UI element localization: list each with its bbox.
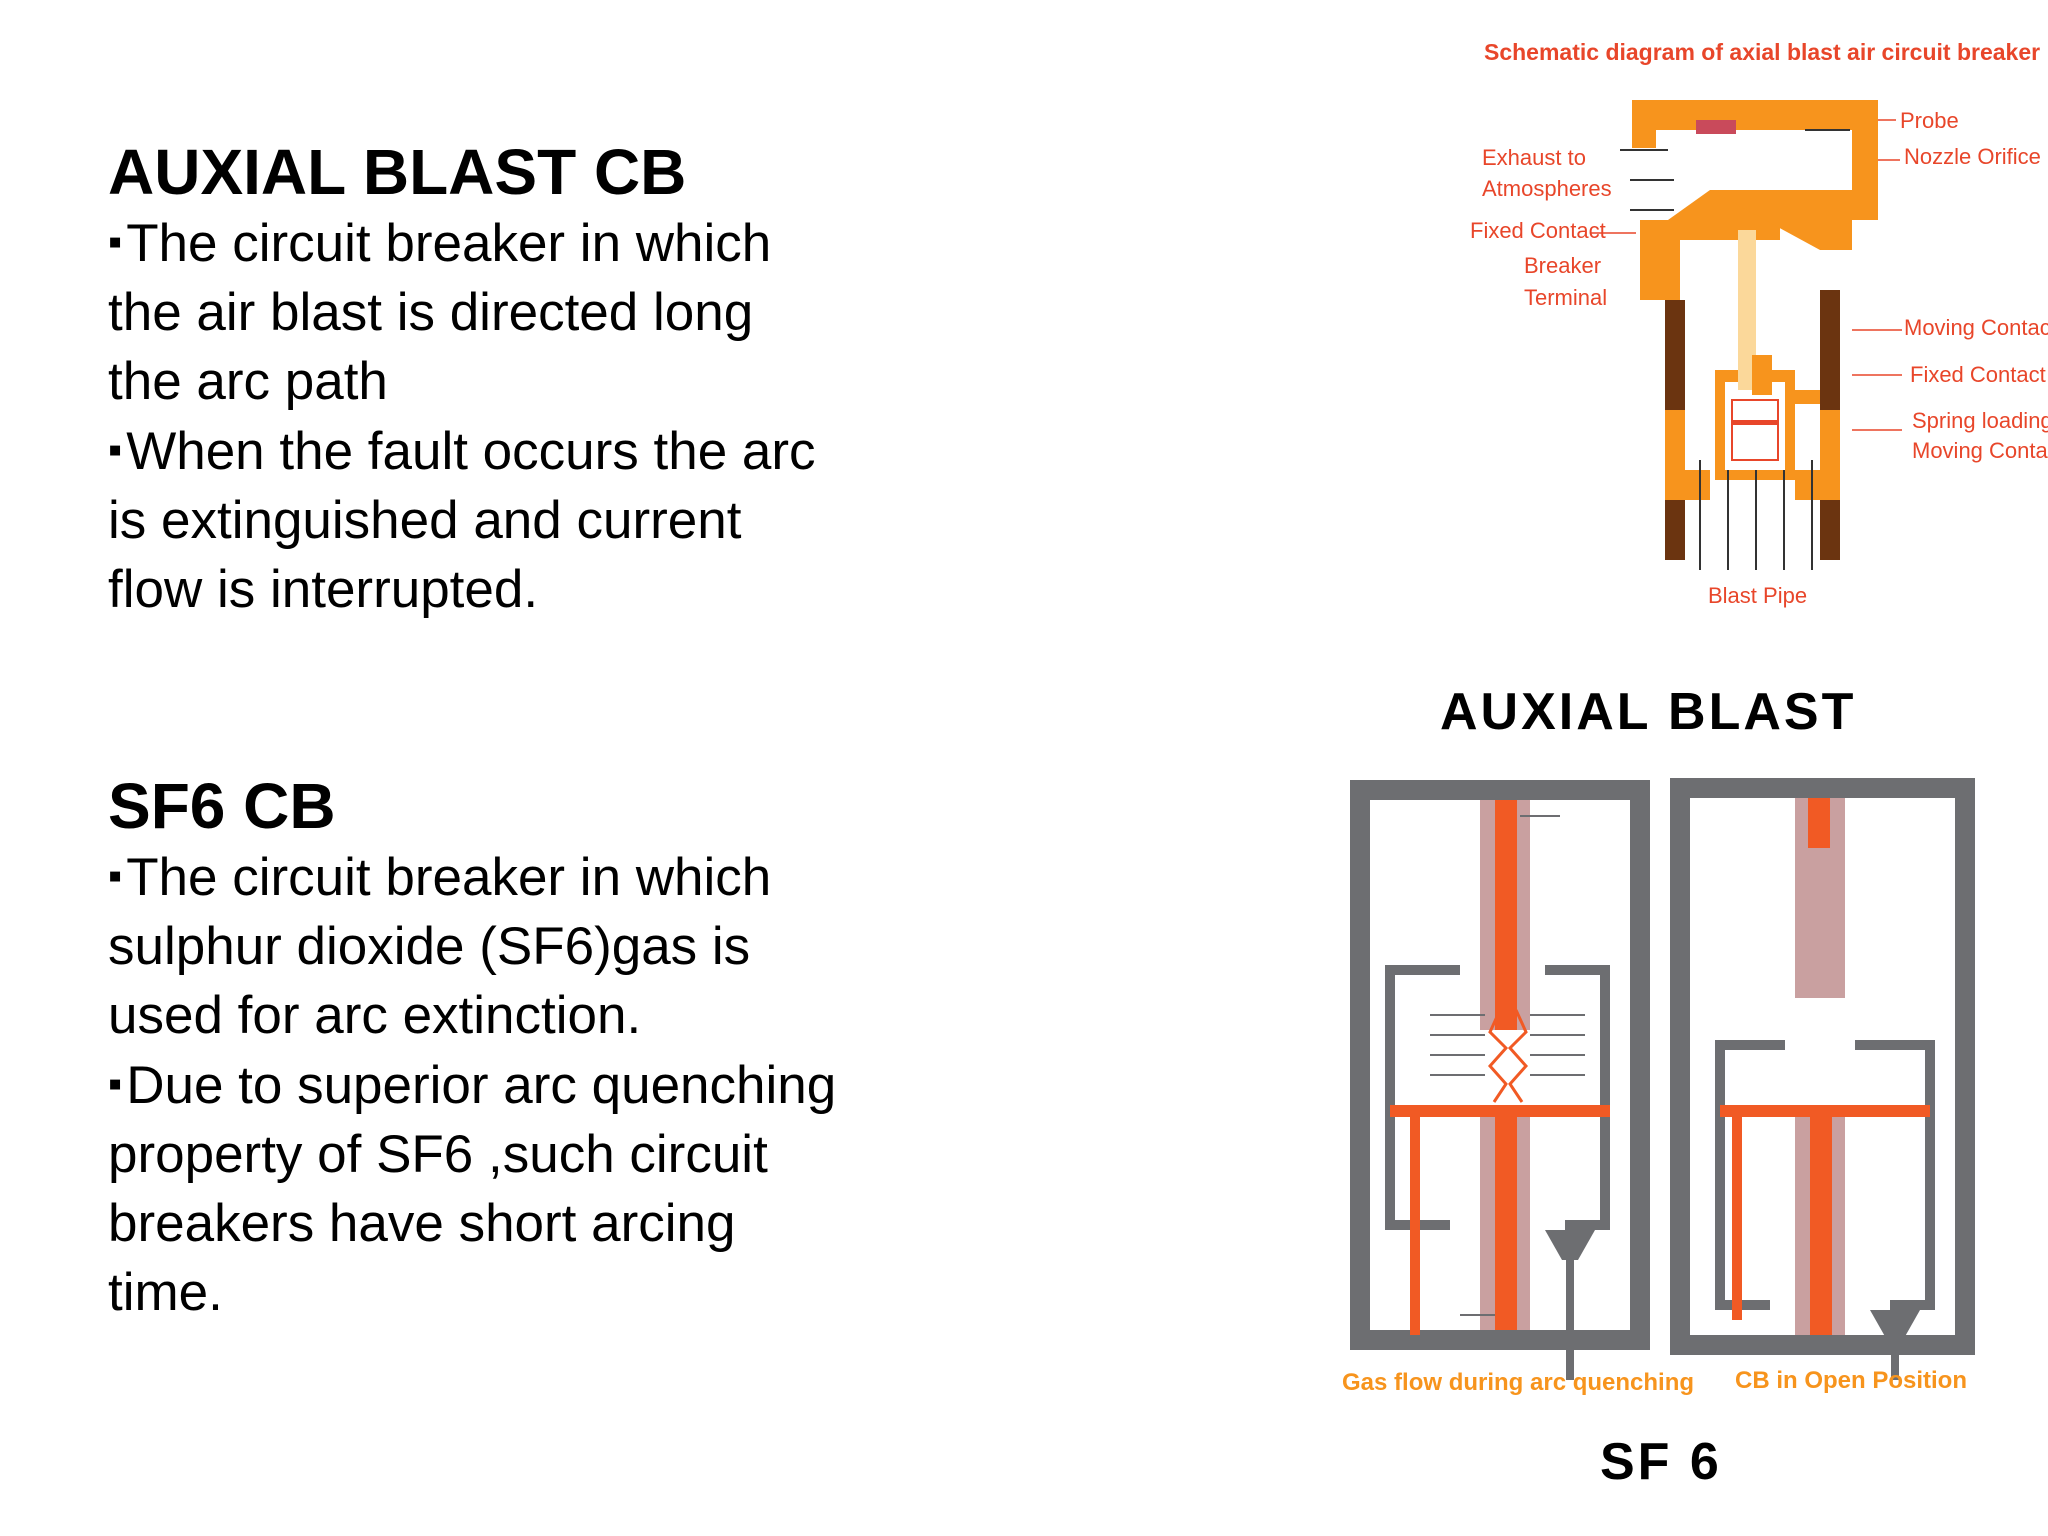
- axial-line-4: ▪When the fault occurs the arc: [108, 422, 816, 481]
- sf6-line-2: sulphur dioxide (SF6)gas is: [108, 917, 751, 976]
- bullet-icon: ▪: [108, 428, 123, 472]
- label-blast-pipe: Blast Pipe: [1708, 583, 1807, 608]
- bullet-icon: ▪: [108, 220, 123, 264]
- sf6-line-4: ▪Due to superior arc quenching: [108, 1056, 837, 1115]
- label-atmospheres: Atmospheres: [1482, 176, 1612, 201]
- axial-blast-caption: AUXIAL BLAST: [1440, 683, 1857, 741]
- label-exhaust: Exhaust to: [1482, 145, 1586, 170]
- axial-blast-section: AUXIAL BLAST CB ▪The circuit breaker in …: [108, 136, 948, 624]
- label-nozzle-orifice: Nozzle Orifice: [1904, 144, 2041, 169]
- label-terminal: Terminal: [1524, 285, 1607, 310]
- axial-diagram-title: Schematic diagram of axial blast air cir…: [1484, 39, 2040, 65]
- airflow-arrows: [1620, 129, 1850, 570]
- sf6-line-5: property of SF6 ,such circuit: [108, 1125, 768, 1184]
- axial-blast-diagram: Schematic diagram of axial blast air cir…: [1470, 39, 2048, 608]
- sf6-line-6: breakers have short arcing: [108, 1194, 736, 1253]
- sf6-line-7: time.: [108, 1263, 223, 1322]
- breaker-body: [1632, 100, 1878, 560]
- label-spring-loading: Spring loading for: [1912, 408, 2048, 433]
- bullet-icon: ▪: [108, 854, 123, 898]
- label-spring-moving-contact: Moving Contact: [1912, 438, 2048, 463]
- sf6-right-caption: CB in Open Position: [1735, 1367, 1967, 1394]
- axial-blast-description: ▪The circuit breaker in which the air bl…: [108, 208, 948, 624]
- sf6-description: ▪The circuit breaker in which sulphur di…: [108, 842, 1008, 1327]
- label-probe: Probe: [1900, 108, 1959, 133]
- axial-line-3: the arc path: [108, 352, 388, 411]
- leader-lines: [1590, 119, 1902, 431]
- sf6-heading: SF6 CB: [108, 770, 336, 842]
- label-fixed-contact-top: Fixed Contact: [1470, 218, 1606, 243]
- sf6-line-3: used for arc extinction.: [108, 986, 642, 1045]
- axial-line-6: flow is interrupted.: [108, 560, 539, 619]
- sf6-section: SF6 CB ▪The circuit breaker in which sul…: [108, 770, 1008, 1327]
- sf6-open-panel: [1670, 778, 1975, 1380]
- sf6-caption: SF 6: [1600, 1433, 1722, 1491]
- sf6-line-1: ▪The circuit breaker in which: [108, 848, 772, 907]
- sf6-closed-panel: [1350, 780, 1650, 1380]
- arc-path: [1487, 1009, 1509, 1103]
- bullet-icon: ▪: [108, 1062, 123, 1106]
- axial-line-1: ▪The circuit breaker in which: [108, 214, 772, 273]
- axial-line-5: is extinguished and current: [108, 491, 742, 550]
- sf6-left-caption: Gas flow during arc quenching: [1342, 1369, 1694, 1396]
- label-breaker: Breaker: [1524, 253, 1601, 278]
- axial-blast-heading: AUXIAL BLAST CB: [108, 136, 687, 208]
- axial-line-2: the air blast is directed long: [108, 283, 754, 342]
- label-fixed-contact: Fixed Contact: [1910, 362, 2046, 387]
- label-moving-contact: Moving Contact: [1904, 315, 2048, 340]
- sf6-diagram: Gas flow during arc quenching CB in Open…: [1342, 778, 1975, 1396]
